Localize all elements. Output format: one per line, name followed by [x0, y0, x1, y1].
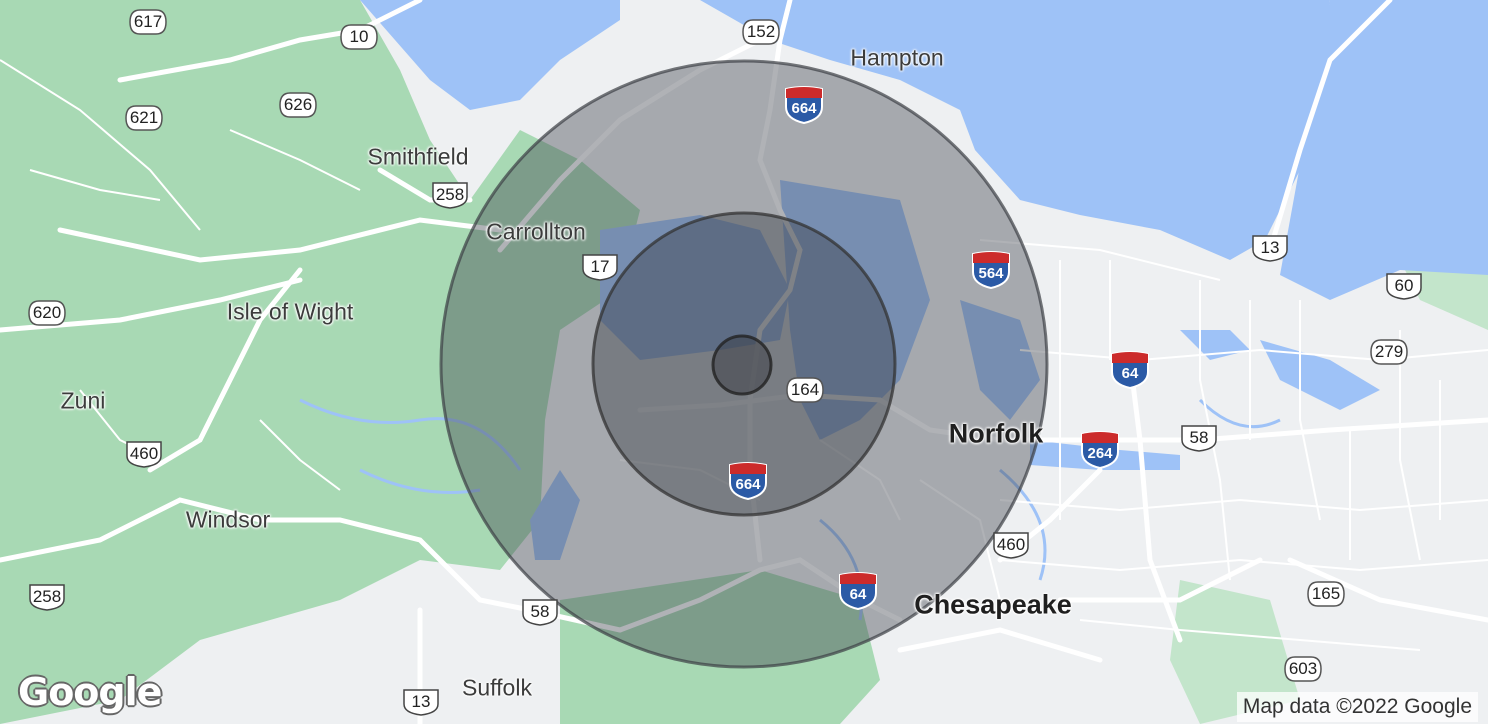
place-label: Hampton [850, 44, 944, 71]
route-shield: 626 [276, 90, 320, 120]
route-shield: 152 [739, 17, 783, 47]
route-shield: 279 [1367, 337, 1411, 367]
place-label: Windsor [185, 506, 271, 533]
interstate-shield: 264 [1078, 430, 1122, 470]
us-route-shield: 460 [989, 530, 1033, 560]
us-route-shield-icon [993, 532, 1029, 559]
roads-minor [0, 59, 1488, 651]
google-logo: Google [18, 670, 162, 714]
us-route-shield-icon [126, 441, 162, 468]
route-shield-icon [340, 24, 378, 50]
us-route-shield: 258 [25, 582, 69, 612]
interstate-shield-icon [972, 251, 1010, 290]
interstate-shield: 64 [1108, 350, 1152, 390]
interstate-shield: 564 [969, 250, 1013, 290]
us-route-shield-icon [1386, 273, 1422, 300]
us-route-shield-icon [29, 584, 65, 611]
place-label: Zuni [60, 387, 106, 414]
us-route-shield: 58 [518, 597, 562, 627]
route-number: 60 [1394, 276, 1414, 295]
route-number: 258 [435, 185, 465, 204]
interstate-number: 264 [1087, 445, 1113, 462]
us-route-shield-icon [432, 182, 468, 209]
route-number: 460 [996, 535, 1026, 554]
interstate-number: 564 [978, 265, 1004, 282]
place-label-major: Chesapeake [914, 589, 1072, 620]
interstate-shield-icon [1111, 351, 1149, 390]
route-number: 164 [790, 380, 820, 399]
route-shield-icon [125, 105, 163, 131]
radius-ring-middle [591, 211, 897, 517]
route-shield: 617 [126, 7, 170, 37]
us-route-shield: 13 [399, 687, 443, 717]
radius-ring-inner [711, 334, 773, 396]
route-shield-icon [742, 19, 780, 45]
route-number: 621 [129, 108, 159, 127]
route-number: 460 [129, 444, 159, 463]
interstate-number: 664 [791, 100, 817, 117]
route-shield-icon [786, 377, 824, 403]
us-route-shield: 13 [1248, 233, 1292, 263]
interstate-number: 64 [849, 586, 867, 603]
route-shield-icon [1307, 581, 1345, 607]
route-number: 258 [32, 587, 62, 606]
place-label-major: Norfolk [948, 418, 1044, 449]
interstate-shield: 664 [782, 85, 826, 125]
us-route-shield-icon [522, 599, 558, 626]
us-route-shield: 60 [1382, 271, 1426, 301]
route-number: 626 [283, 95, 313, 114]
us-route-shield: 258 [428, 180, 472, 210]
us-route-shield-icon [1181, 425, 1217, 452]
route-shield: 10 [337, 22, 381, 52]
route-number: 10 [349, 27, 369, 46]
us-route-shield-icon [403, 689, 439, 716]
interstate-shield-icon [729, 462, 767, 501]
interstate-shield-icon [839, 572, 877, 611]
us-route-shield-icon [582, 254, 618, 281]
route-number: 617 [133, 12, 163, 31]
radius-ring-outer [439, 59, 1049, 669]
us-route-shield: 58 [1177, 423, 1221, 453]
route-shield-icon [1284, 656, 1322, 682]
route-number: 17 [590, 257, 610, 276]
route-shield: 165 [1304, 579, 1348, 609]
interstate-shield: 64 [836, 571, 880, 611]
interstate-shield-icon [785, 86, 823, 125]
route-number: 279 [1374, 342, 1404, 361]
route-number: 13 [411, 692, 431, 711]
us-route-shield: 17 [578, 252, 622, 282]
place-label: Smithfield [367, 143, 469, 170]
water-areas [360, 0, 1488, 560]
route-shield-icon [279, 92, 317, 118]
route-shield: 164 [783, 375, 827, 405]
route-number: 58 [530, 602, 550, 621]
route-number: 603 [1288, 659, 1318, 678]
interstate-shield: 664 [726, 461, 770, 501]
route-number: 620 [32, 303, 62, 322]
route-shield-icon [1370, 339, 1408, 365]
route-number: 152 [746, 22, 776, 41]
interstate-number: 664 [735, 476, 761, 493]
route-shield: 620 [25, 298, 69, 328]
route-shield-icon [28, 300, 66, 326]
place-label: Carrollton [486, 218, 586, 245]
us-route-shield: 460 [122, 439, 166, 469]
map-attribution[interactable]: Map data ©2022 Google [1236, 692, 1478, 722]
place-label: Isle of Wight [226, 298, 354, 325]
interstate-shield-icon [1081, 431, 1119, 470]
route-number: 13 [1260, 238, 1280, 257]
route-number: 165 [1311, 584, 1341, 603]
us-route-shield-icon [1252, 235, 1288, 262]
route-shield: 621 [122, 103, 166, 133]
route-shield-icon [129, 9, 167, 35]
route-number: 58 [1189, 428, 1209, 447]
place-label: Suffolk [462, 674, 532, 701]
route-shield: 603 [1281, 654, 1325, 684]
interstate-number: 64 [1121, 365, 1139, 382]
